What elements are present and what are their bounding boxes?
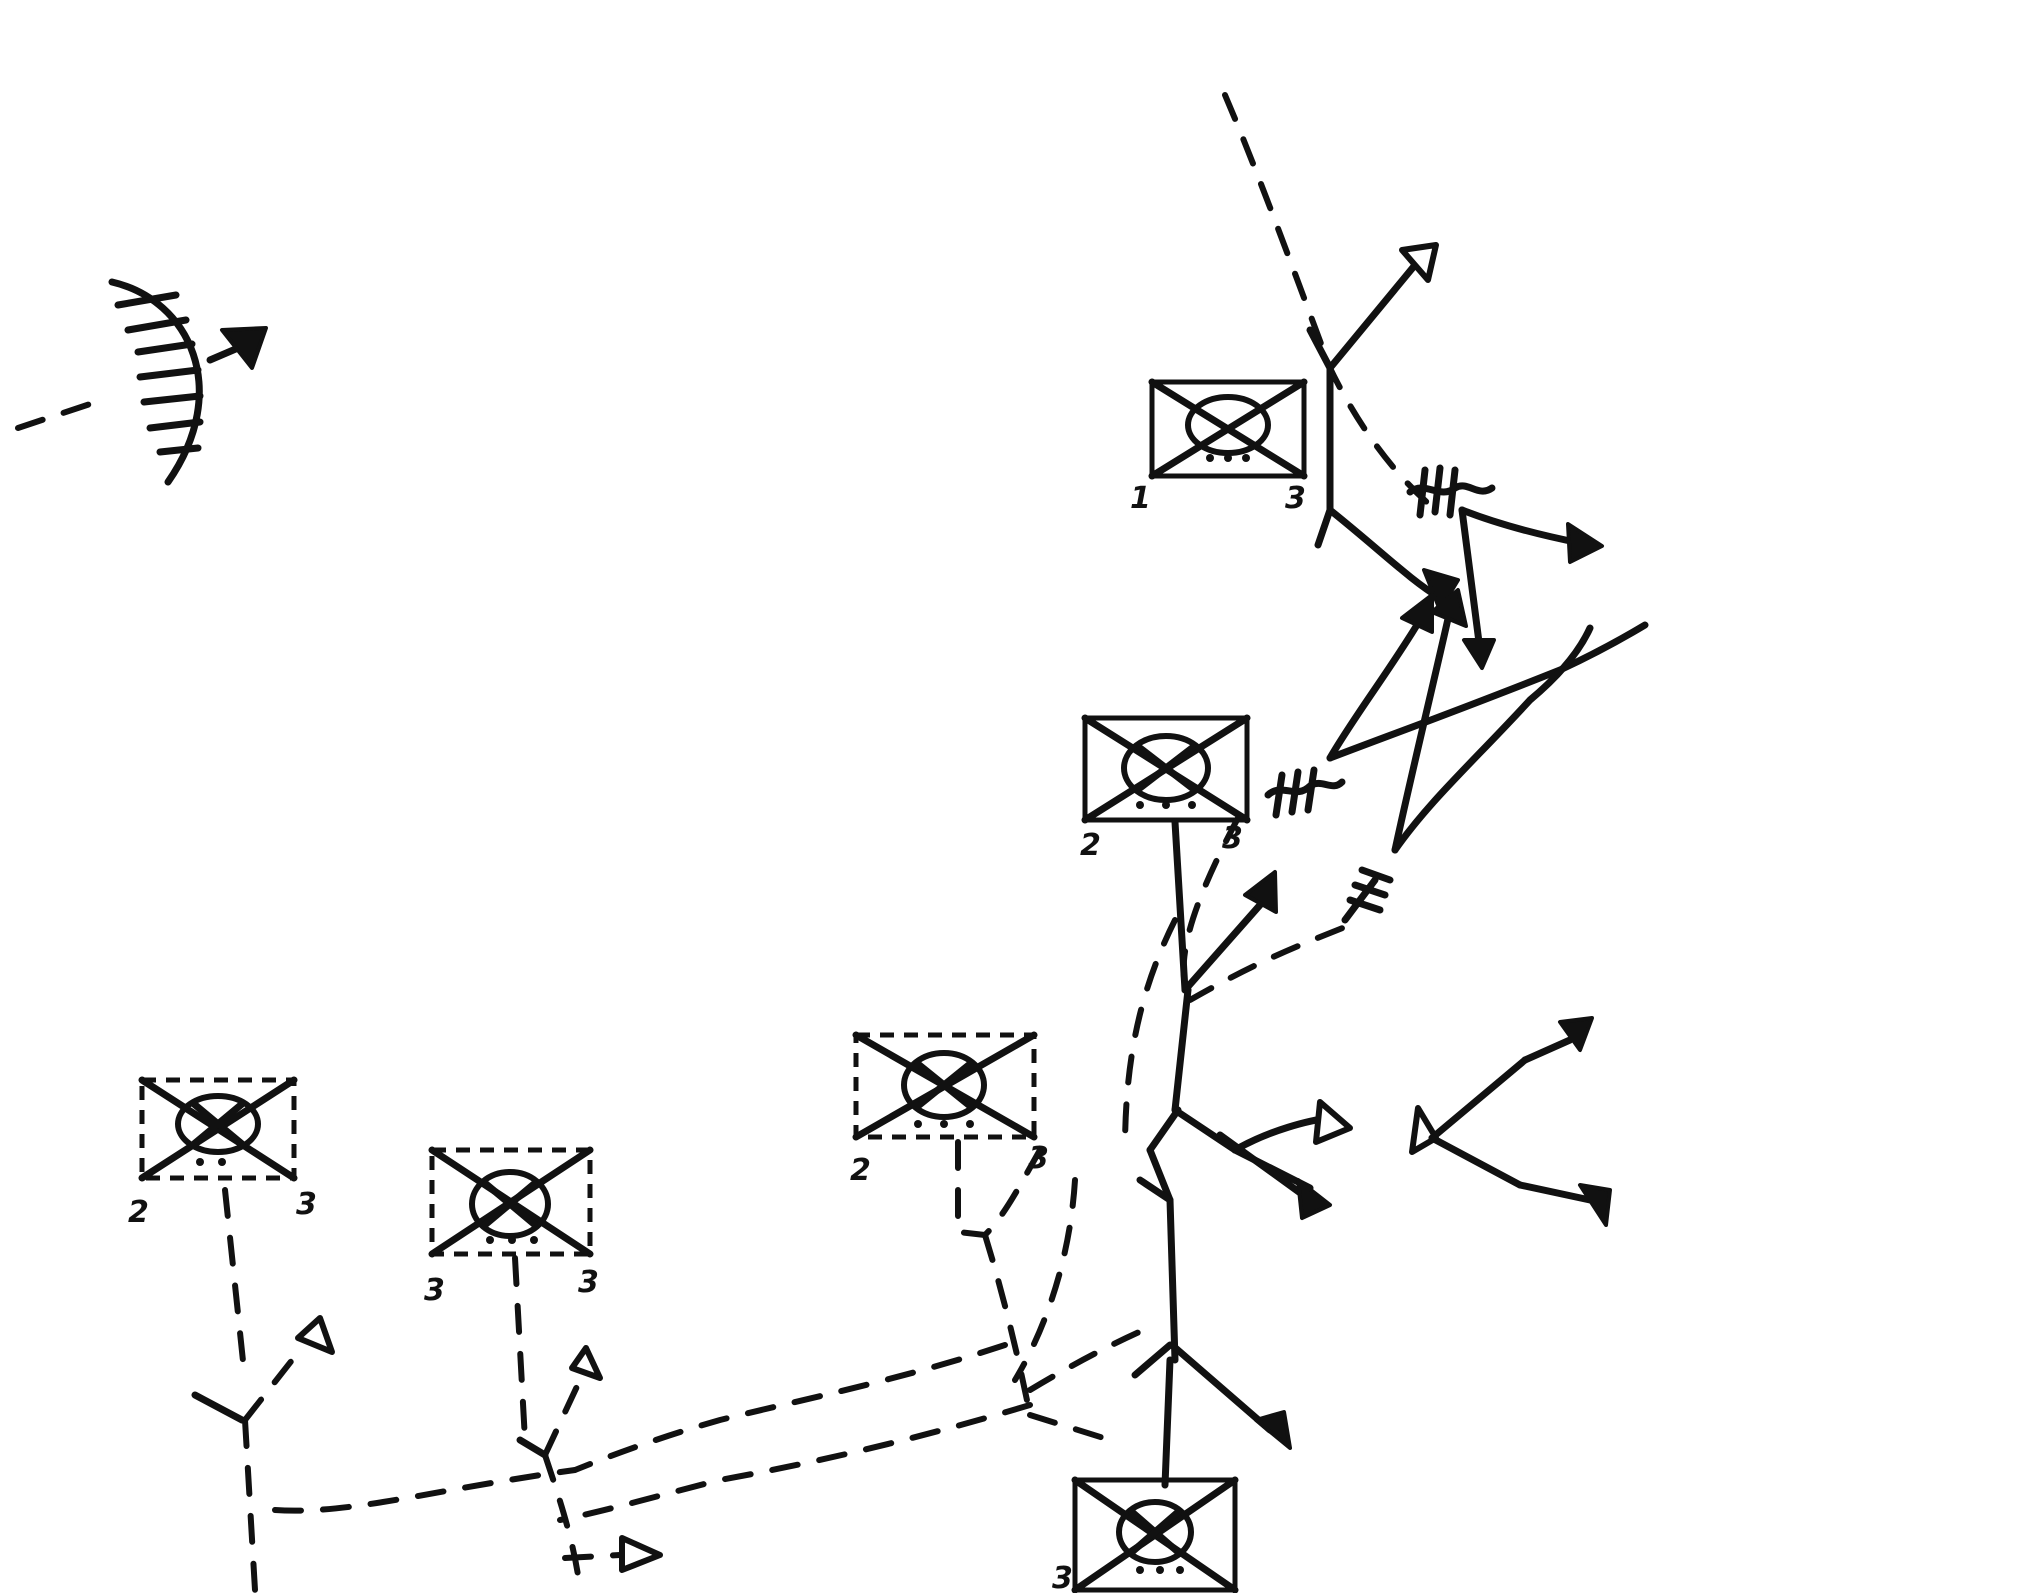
arrowhead-icon (1399, 242, 1439, 283)
arrowhead-icon (220, 326, 268, 370)
unit-bottom: 3 (1052, 1476, 1239, 1593)
arrowhead-icon (295, 1315, 335, 1355)
unit-mid: 2 3 (1080, 714, 1251, 863)
arrowhead-icon (1578, 1183, 1612, 1227)
arrowhead-icon (1430, 588, 1468, 628)
arrowhead-icon (1409, 1105, 1439, 1155)
arrowhead-icon (1400, 593, 1434, 634)
wire-obstacle-icon (1264, 766, 1346, 819)
unit-center: 2 3 (850, 1031, 1049, 1188)
unit-left-2: 3 3 (424, 1146, 599, 1308)
unit-left: 2 3 (128, 1076, 317, 1230)
wire-obstacle-icon (1341, 866, 1394, 924)
approach-route-top (1222, 92, 1439, 508)
unit-left-left-label: 2 (128, 1195, 149, 1230)
arrowhead-icon (1296, 1178, 1332, 1220)
wire-obstacle-icon (1406, 464, 1496, 519)
arrowhead-icon (1462, 638, 1496, 670)
unit-left-right-label: 3 (296, 1187, 317, 1222)
maneuver-arrows-right (1409, 1016, 1612, 1227)
arrowhead-icon (569, 1345, 603, 1381)
unit-top: 1 3 (1130, 378, 1308, 516)
arrowhead-icon (1254, 1410, 1292, 1450)
arrowhead-icon (619, 1535, 663, 1573)
arrowhead-icon (1243, 870, 1278, 914)
unit-mid-left-label: 2 (1080, 828, 1101, 863)
unit-left-2-left-label: 3 (424, 1273, 445, 1308)
arrowhead-icon (1566, 522, 1604, 564)
unit-center-left-label: 2 (850, 1153, 871, 1188)
arrowhead-icon (1558, 1016, 1594, 1052)
unit-bottom-left-label: 3 (1052, 1561, 1073, 1593)
arrowhead-icon (1313, 1099, 1353, 1145)
shield-arc-icon (15, 278, 268, 486)
unit-mid-right-label: 3 (1222, 821, 1243, 856)
unit-top-left-label: 1 (1130, 481, 1151, 516)
unit-top-right-label: 3 (1285, 481, 1306, 516)
unit-left-2-right-label: 3 (578, 1265, 599, 1300)
